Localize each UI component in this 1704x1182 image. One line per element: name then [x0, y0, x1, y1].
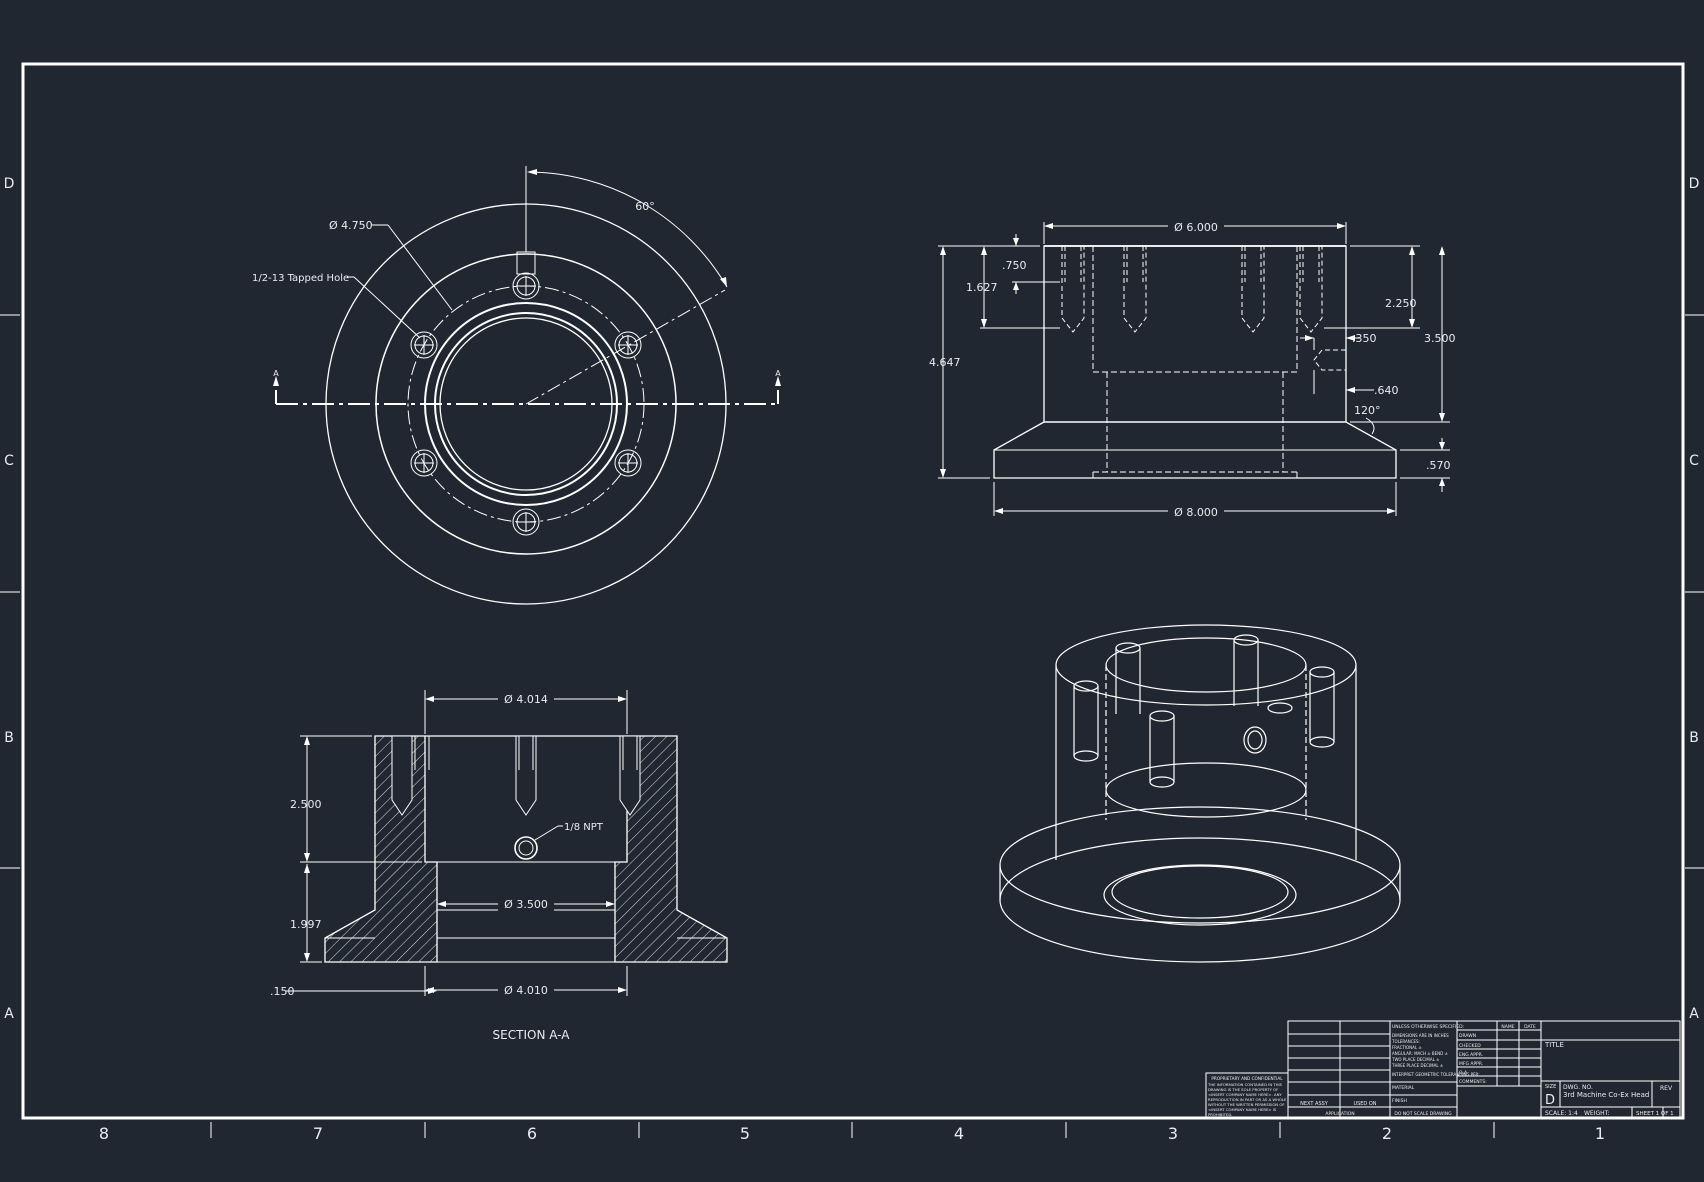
zone-col-0: 8: [99, 1124, 109, 1143]
dim-2500: 2.500: [290, 798, 322, 811]
tb-do-not-scale: DO NOT SCALE DRAWING: [1394, 1111, 1452, 1117]
tb-tol-1: TOLERANCES:: [1391, 1039, 1420, 1044]
tb-application: APPLICATION: [1325, 1111, 1354, 1117]
dim-1997: 1.997: [290, 918, 322, 931]
tb-weight: WEIGHT:: [1584, 1110, 1610, 1117]
zone-col-markers: 8 7 6 5 4 3 2 1: [99, 1122, 1605, 1143]
dim-350: .350: [1352, 332, 1377, 345]
tb-row-drawn: DRAWN: [1459, 1033, 1476, 1039]
tb-tol-header: UNLESS OTHERWISE SPECIFIED:: [1392, 1024, 1464, 1030]
tb-row-mfg: MFG APPR.: [1459, 1061, 1483, 1067]
zone-row-left-0: D: [4, 176, 15, 192]
dim-4647: 4.647: [929, 356, 961, 369]
tapped-hole-callout: 1/2-13 Tapped Hole: [252, 273, 349, 284]
tb-dwg-no-label: DWG. NO.: [1563, 1084, 1593, 1091]
zone-col-3: 5: [740, 1124, 750, 1143]
tapped-holes: [410, 272, 642, 536]
dim-dia-3500: Ø 3.500: [504, 898, 548, 911]
tb-finish: FINISH: [1392, 1098, 1407, 1104]
section-caption: SECTION A-A: [493, 1028, 571, 1042]
dim-angle-120: 120°: [1354, 404, 1381, 417]
dim-dia-6000: Ø 6.000: [1174, 221, 1218, 234]
tb-prop-title: PROPRIETARY AND CONFIDENTIAL: [1211, 1076, 1283, 1081]
tb-used-on: USED ON: [1353, 1101, 1376, 1107]
section-mark-left: A: [273, 369, 279, 378]
zone-row-left-3: A: [4, 1006, 14, 1022]
tb-title-label: TITLE: [1544, 1041, 1564, 1049]
tb-prop-2: <INSERT COMPANY NAME HERE>. ANY: [1208, 1092, 1282, 1097]
dim-2250: 2.250: [1385, 297, 1417, 310]
section-mark-right: A: [775, 369, 781, 378]
isometric-view: [999, 624, 1401, 963]
tb-title: 3rd Machine Co-Ex Head: [1563, 1091, 1649, 1099]
zone-col-1: 7: [313, 1124, 323, 1143]
tb-prop-5: <INSERT COMPANY NAME HERE> IS: [1208, 1107, 1277, 1112]
zone-row-right-0: D: [1689, 176, 1700, 192]
dim-3500: 3.500: [1424, 332, 1456, 345]
zone-row-right-1: C: [1689, 453, 1699, 469]
tb-row-comments: COMMENTS:: [1459, 1079, 1487, 1085]
dim-750: .750: [1002, 259, 1027, 272]
zone-row-right-2: B: [1689, 730, 1699, 746]
tb-tol-4: TWO PLACE DECIMAL ±: [1391, 1057, 1439, 1062]
dia-4750-callout: Ø 4.750: [329, 219, 373, 232]
tb-tol-3: ANGULAR: MACH ± BEND ±: [1392, 1051, 1448, 1056]
front-tapped-holes: [1061, 246, 1346, 371]
tb-prop-0: THE INFORMATION CONTAINED IN THIS: [1207, 1082, 1283, 1087]
tb-material: MATERIAL: [1392, 1085, 1415, 1091]
tb-rev-label: REV: [1660, 1085, 1673, 1092]
zone-col-2: 6: [527, 1124, 537, 1143]
zone-col-5: 3: [1168, 1124, 1178, 1143]
dim-570: .570: [1426, 459, 1451, 472]
tb-col-date: DATE: [1524, 1024, 1536, 1030]
zone-col-7: 1: [1595, 1124, 1605, 1143]
zone-col-4: 4: [954, 1124, 964, 1143]
tb-prop-6: PROHIBITED.: [1208, 1112, 1232, 1117]
tb-prop-4: WITHOUT THE WRITTEN PERMISSION OF: [1208, 1102, 1285, 1107]
tb-tol-0: DIMENSIONS ARE IN INCHES: [1392, 1033, 1449, 1038]
tb-sheet: SHEET 1 OF 1: [1636, 1111, 1674, 1117]
tb-scale: SCALE: 1:4: [1545, 1110, 1578, 1117]
tb-size: D: [1545, 1093, 1555, 1108]
tb-row-checked: CHECKED: [1459, 1043, 1481, 1049]
zone-row-right-3: A: [1689, 1006, 1699, 1022]
dim-150: .150: [270, 985, 295, 998]
tb-row-qa: Q.A.: [1459, 1070, 1468, 1076]
dim-dia-8000: Ø 8.000: [1174, 506, 1218, 519]
top-view: A A 60° Ø 4.750 1/2-13 Tapped Hole: [252, 166, 781, 605]
front-view: Ø 6.000 .750 1.627 4.647 2.250 3.500: [929, 218, 1456, 519]
section-view: 1/8 NPT Ø 4.014 2.500 1.997 .150 Ø 3.500: [270, 690, 728, 1042]
tb-col-name: NAME: [1501, 1024, 1514, 1030]
tb-row-eng: ENG APPR.: [1459, 1052, 1483, 1058]
tb-tol-2: FRACTIONAL ±: [1392, 1045, 1422, 1050]
zone-row-left-2: B: [4, 730, 14, 746]
dim-640: .640: [1374, 384, 1399, 397]
dim-1627: 1.627: [966, 281, 998, 294]
tb-interpret: INTERPRET GEOMETRIC TOLERANCING PER:: [1392, 1072, 1480, 1077]
tb-tol-5: THREE PLACE DECIMAL ±: [1391, 1063, 1443, 1068]
zone-row-left-1: C: [4, 453, 14, 469]
zone-col-6: 2: [1382, 1124, 1392, 1143]
title-block: [1205, 1020, 1681, 1118]
dim-dia-4014: Ø 4.014: [504, 693, 548, 706]
tb-size-label: SIZE: [1545, 1084, 1556, 1090]
angle-60-label: 60°: [635, 200, 655, 213]
zone-row-markers: D C B A D C B A: [0, 176, 1704, 1022]
sheet-border: [21, 62, 1685, 1120]
title-block-text: UNLESS OTHERWISE SPECIFIED: DIMENSIONS A…: [1207, 1024, 1674, 1117]
tb-next-assy: NEXT ASSY: [1300, 1101, 1329, 1107]
dim-dia-4010: Ø 4.010: [504, 984, 548, 997]
tb-prop-1: DRAWING IS THE SOLE PROPERTY OF: [1208, 1087, 1278, 1092]
npt-callout: 1/8 NPT: [564, 822, 604, 833]
tb-prop-3: REPRODUCTION IN PART OR AS A WHOLE: [1208, 1097, 1287, 1102]
